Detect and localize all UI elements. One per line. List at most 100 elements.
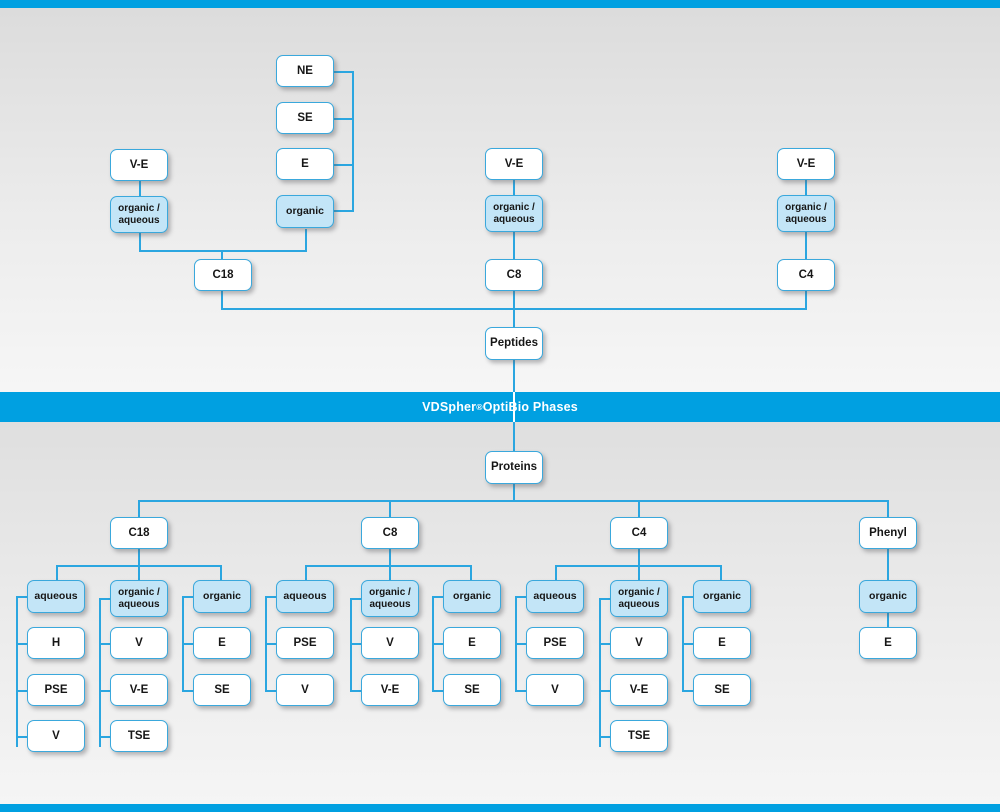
connector-c18-oa-3 — [99, 736, 111, 738]
node-c8-mode-organic-aqueous[interactable]: organic / aqueous — [361, 580, 419, 617]
connector-c4-aq-stub — [515, 596, 527, 598]
node-c4-oa-ve[interactable]: V-E — [610, 674, 668, 706]
node-c18-mode-organic[interactable]: organic — [193, 580, 251, 613]
connector-c8-org-stub — [432, 596, 444, 598]
node-c4-aqueous-pse[interactable]: PSE — [526, 627, 584, 659]
node-c8-mode-aqueous[interactable]: aqueous — [276, 580, 334, 613]
node-c4-mode-organic-aqueous[interactable]: organic / aqueous — [610, 580, 668, 617]
node-peptides-c8-mode-organic-aqueous[interactable]: organic / aqueous — [485, 195, 543, 232]
node-c4-aqueous-v[interactable]: V — [526, 674, 584, 706]
node-peptides-root[interactable]: Peptides — [485, 327, 543, 360]
connector-bus-to-peptides — [513, 308, 515, 328]
connector-c4-oa-3 — [599, 736, 611, 738]
node-peptides-c4-mode-organic-aqueous[interactable]: organic / aqueous — [777, 195, 835, 232]
connector-bus-to-phenyl — [887, 500, 889, 517]
connector-c4-oa-stub — [599, 598, 611, 600]
bus-proteins-horizontal — [138, 500, 888, 502]
connector-c18-oa — [138, 565, 140, 581]
node-c8-oa-ve[interactable]: V-E — [361, 674, 419, 706]
connector-c18-org-1 — [182, 643, 194, 645]
node-c8-aqueous-pse[interactable]: PSE — [276, 627, 334, 659]
node-peptides-c18-ve[interactable]: V-E — [110, 149, 168, 181]
node-peptides-c4-ve[interactable]: V-E — [777, 148, 835, 180]
banner-rest: OptiBio Phases — [482, 400, 578, 414]
connector-c18-aq-stub — [16, 596, 28, 598]
node-c4-org-e[interactable]: E — [693, 627, 751, 659]
connector-c8-oa-1 — [350, 643, 362, 645]
node-peptides-phase-c18[interactable]: C18 — [194, 259, 252, 291]
connector-c18-org-stub — [182, 596, 194, 598]
node-c18-oa-v[interactable]: V — [110, 627, 168, 659]
node-c8-mode-organic[interactable]: organic — [443, 580, 501, 613]
connector-c4-aqueous — [555, 565, 557, 581]
top-accent-bar — [0, 0, 1000, 8]
connector-banner-to-proteins — [513, 422, 515, 451]
connector-c4-org-2 — [682, 690, 694, 692]
connector-c4-down — [638, 549, 640, 566]
node-c4-mode-aqueous[interactable]: aqueous — [526, 580, 584, 613]
connector-c8-org-2 — [432, 690, 444, 692]
connector-proteins-down — [513, 484, 515, 501]
bus-c18-aq-vertical — [16, 596, 18, 747]
connector-c8-aq-stub — [265, 596, 277, 598]
connector-c8-aq-1 — [265, 643, 277, 645]
node-c18-oa-tse[interactable]: TSE — [110, 720, 168, 752]
connector-bus-to-c18 — [138, 500, 140, 517]
node-c18-org-se[interactable]: SE — [193, 674, 251, 706]
connector-c18-aq-3 — [16, 736, 28, 738]
node-c4-mode-organic[interactable]: organic — [693, 580, 751, 613]
connector-c4-oa — [638, 565, 640, 581]
connector-c8-oa — [389, 565, 391, 581]
connector-phenyl-to-organic — [887, 549, 889, 581]
node-c8-org-se[interactable]: SE — [443, 674, 501, 706]
node-peptides-c18-organic-e[interactable]: E — [276, 148, 334, 180]
connector-p-organic — [334, 210, 354, 212]
node-peptides-c8-ve[interactable]: V-E — [485, 148, 543, 180]
node-c18-oa-ve[interactable]: V-E — [110, 674, 168, 706]
node-c4-oa-v[interactable]: V — [610, 627, 668, 659]
connector-p-e — [334, 164, 354, 166]
connector-c4-org-1 — [682, 643, 694, 645]
connector-bus-to-c8 — [389, 500, 391, 517]
node-proteins-phase-c8[interactable]: C8 — [361, 517, 419, 549]
node-peptides-phase-c8[interactable]: C8 — [485, 259, 543, 291]
node-proteins-phase-c18[interactable]: C18 — [110, 517, 168, 549]
node-c4-org-se[interactable]: SE — [693, 674, 751, 706]
connector-c18-oa-stub — [99, 598, 111, 600]
node-proteins-phase-phenyl[interactable]: Phenyl — [859, 517, 917, 549]
node-proteins-root[interactable]: Proteins — [485, 451, 543, 484]
bus-c8-modes — [305, 565, 471, 567]
node-c18-aqueous-pse[interactable]: PSE — [27, 674, 85, 706]
connector-p-c18-oa-bus — [139, 232, 141, 251]
connector-c4-org-stub — [682, 596, 694, 598]
connector-p-c8-oa-phase — [513, 232, 515, 260]
node-peptides-c18-organic-se[interactable]: SE — [276, 102, 334, 134]
node-c8-org-e[interactable]: E — [443, 627, 501, 659]
node-c8-oa-v[interactable]: V — [361, 627, 419, 659]
node-c18-aqueous-h[interactable]: H — [27, 627, 85, 659]
banner-brand: VDSpher — [422, 400, 477, 414]
connector-spine-through-banner — [513, 392, 515, 422]
connector-c4-aq-1 — [515, 643, 527, 645]
connector-p-c18-bus-down — [221, 250, 223, 261]
node-peptides-c18-organic-ne[interactable]: NE — [276, 55, 334, 87]
node-peptides-phase-c4[interactable]: C4 — [777, 259, 835, 291]
node-peptides-c18-mode-organic-aqueous[interactable]: organic / aqueous — [110, 196, 168, 233]
connector-p-c8-ve-oa — [513, 180, 515, 196]
connector-peptides-to-banner — [513, 360, 515, 392]
node-peptides-c18-mode-organic[interactable]: organic — [276, 195, 334, 228]
node-c18-mode-organic-aqueous[interactable]: organic / aqueous — [110, 580, 168, 617]
connector-c18-aqueous — [56, 565, 58, 581]
node-c18-aqueous-v[interactable]: V — [27, 720, 85, 752]
node-c4-oa-tse[interactable]: TSE — [610, 720, 668, 752]
node-c18-mode-aqueous[interactable]: aqueous — [27, 580, 85, 613]
node-phenyl-mode-organic[interactable]: organic — [859, 580, 917, 613]
node-proteins-phase-c4[interactable]: C4 — [610, 517, 668, 549]
connector-c18-aq-2 — [16, 690, 28, 692]
connector-p-c4-oa-phase — [805, 232, 807, 260]
node-c18-org-e[interactable]: E — [193, 627, 251, 659]
node-phenyl-org-e[interactable]: E — [859, 627, 917, 659]
bus-c18-oa-vertical — [99, 598, 101, 747]
node-c8-aqueous-v[interactable]: V — [276, 674, 334, 706]
